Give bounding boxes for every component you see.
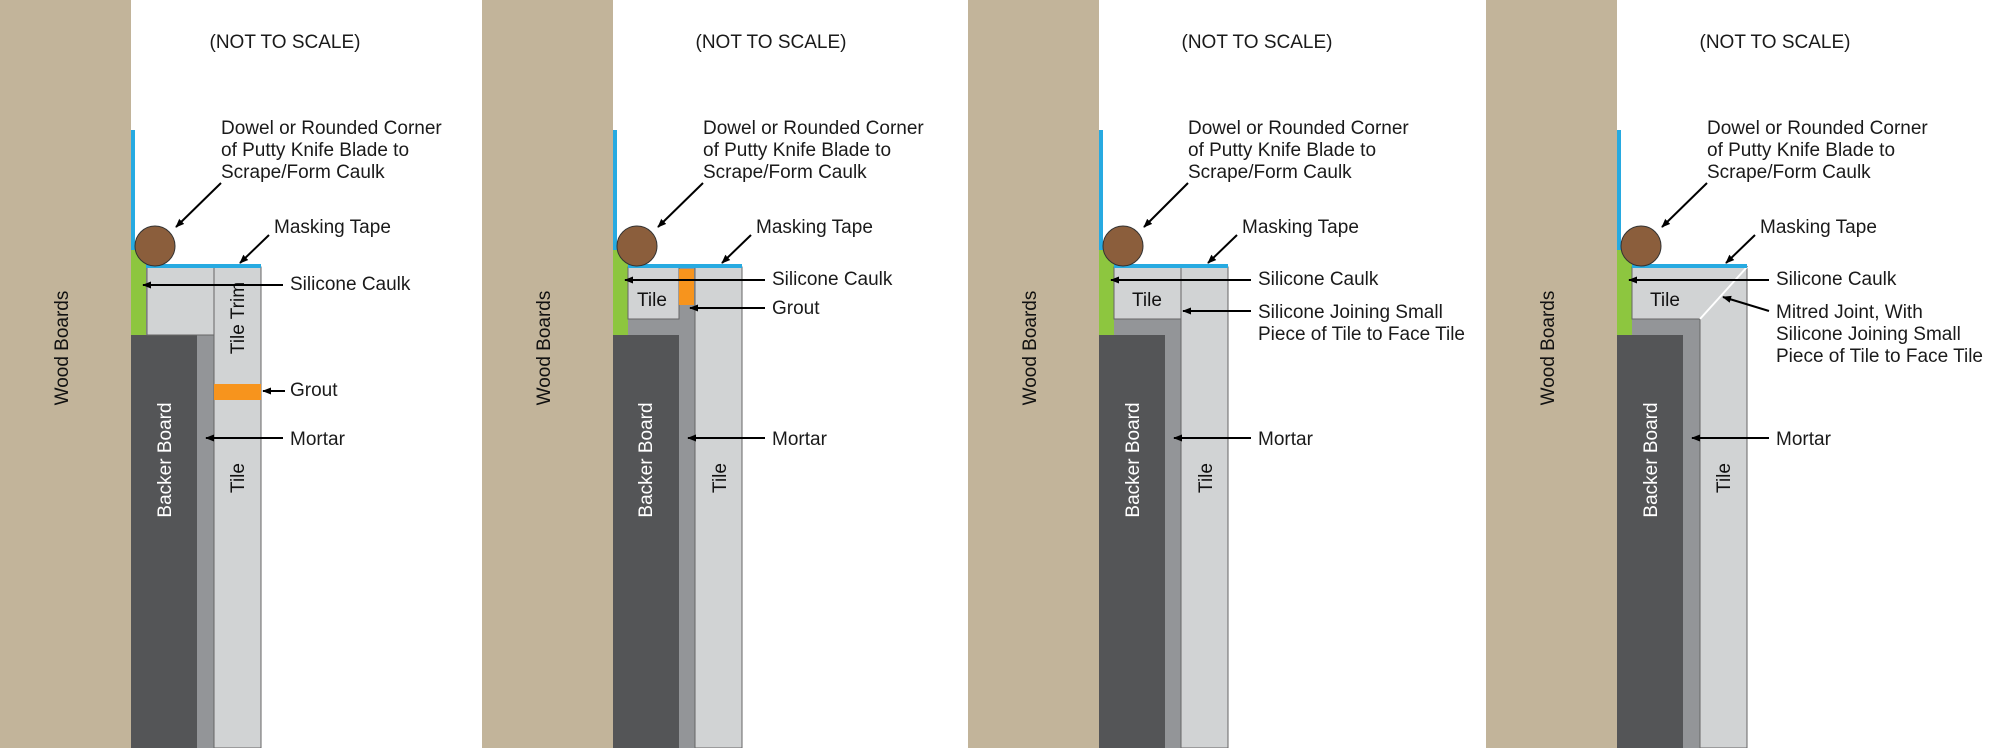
dowel xyxy=(134,225,176,267)
mitred-joint xyxy=(1699,266,1748,320)
tape-callout: Masking Tape xyxy=(274,217,391,238)
dowel-callout: Dowel or Rounded Corner of Putty Knife B… xyxy=(1707,118,1933,183)
dowel-callout: Dowel or Rounded Corner of Putty Knife B… xyxy=(221,118,447,183)
tile-label: Tile xyxy=(1714,463,1735,493)
not-to-scale-note: (NOT TO SCALE) xyxy=(210,32,361,53)
small-tile-label: Tile xyxy=(637,290,667,311)
caulk-callout: Silicone Caulk xyxy=(772,269,893,290)
dowel xyxy=(1102,225,1144,267)
dowel xyxy=(616,225,658,267)
dowel-arrow xyxy=(1661,182,1708,228)
panel-3: Wood Boards Backer Board Tile Tile (NOT … xyxy=(968,0,1465,748)
panel-2: Wood Boards Backer Board Tile Tile (NOT … xyxy=(482,0,929,748)
tape-callout: Masking Tape xyxy=(1760,217,1877,238)
backer-board xyxy=(1099,335,1165,748)
dowel-callout: Dowel or Rounded Corner of Putty Knife B… xyxy=(703,118,929,183)
silicone-caulk xyxy=(1099,250,1114,335)
tape-callout: Masking Tape xyxy=(1242,217,1359,238)
not-to-scale-note: (NOT TO SCALE) xyxy=(1700,32,1851,53)
small-tile-label: Tile xyxy=(1132,290,1162,311)
dowel-callout: Dowel or Rounded Corner of Putty Knife B… xyxy=(1188,118,1414,183)
backer-board-label: Backer Board xyxy=(636,402,657,517)
caulk-callout: Silicone Caulk xyxy=(1776,269,1897,290)
caulk-callout: Silicone Caulk xyxy=(290,274,411,295)
wood-boards-label: Wood Boards xyxy=(1020,291,1041,406)
tile-trim-label: Tile Trim xyxy=(228,282,249,354)
tile-label: Tile xyxy=(228,463,249,493)
panel-1: Wood Boards Backer Board Tile Trim Tile … xyxy=(0,0,447,748)
tile-label: Tile xyxy=(710,463,731,493)
tile xyxy=(694,266,743,748)
tape-arrow xyxy=(1725,234,1756,264)
wood-boards-label: Wood Boards xyxy=(534,291,555,406)
mortar xyxy=(628,267,695,748)
dowel-arrow xyxy=(657,182,704,228)
dowel-arrow xyxy=(175,182,222,228)
silicone-caulk xyxy=(1617,250,1632,335)
wood-boards-label: Wood Boards xyxy=(1538,291,1559,406)
mortar-callout: Mortar xyxy=(290,429,346,450)
mortar xyxy=(146,268,214,748)
dowel xyxy=(1620,225,1662,267)
small-tile-label: Tile xyxy=(1650,290,1680,311)
tile-label: Tile xyxy=(1196,463,1217,493)
caulk-callout: Silicone Caulk xyxy=(1258,269,1379,290)
mortar-callout: Mortar xyxy=(1776,429,1832,450)
joining-callout: Silicone Joining Small Piece of Tile to … xyxy=(1258,302,1465,345)
backer-board xyxy=(1617,335,1683,748)
tape-arrow xyxy=(239,234,270,264)
mitred-arrow xyxy=(1722,295,1770,312)
panel-4: Wood Boards Backer Board Tile Tile (NOT … xyxy=(1486,0,1983,748)
backer-board-label: Backer Board xyxy=(1123,402,1144,517)
backer-board xyxy=(131,335,197,748)
small-tile xyxy=(1113,266,1182,320)
tile xyxy=(1699,265,1748,748)
wood-boards xyxy=(1486,0,1617,748)
grout xyxy=(214,384,261,400)
not-to-scale-note: (NOT TO SCALE) xyxy=(696,32,847,53)
wood-boards xyxy=(968,0,1099,748)
dowel-arrow xyxy=(1143,182,1189,228)
silicone-caulk xyxy=(131,250,146,335)
not-to-scale-note: (NOT TO SCALE) xyxy=(1182,32,1333,53)
mortar-callout: Mortar xyxy=(772,429,828,450)
wood-boards xyxy=(0,0,131,748)
backer-board xyxy=(613,335,679,748)
tape-callout: Masking Tape xyxy=(756,217,873,238)
wood-boards-label: Wood Boards xyxy=(52,291,73,406)
mortar xyxy=(1632,319,1700,748)
grout xyxy=(679,269,694,305)
backer-board-label: Backer Board xyxy=(155,402,176,517)
mitred-callout: Mitred Joint, With Silicone Joining Smal… xyxy=(1776,302,1983,367)
grout-callout: Grout xyxy=(772,298,820,319)
backer-board-label: Backer Board xyxy=(1641,402,1662,517)
tape-arrow xyxy=(721,234,752,264)
tile xyxy=(1180,266,1229,748)
mortar-callout: Mortar xyxy=(1258,429,1314,450)
wood-boards xyxy=(482,0,613,748)
tape-arrow xyxy=(1207,234,1238,264)
tile xyxy=(213,266,262,748)
silicone-caulk xyxy=(613,250,628,335)
grout-callout: Grout xyxy=(290,380,338,401)
